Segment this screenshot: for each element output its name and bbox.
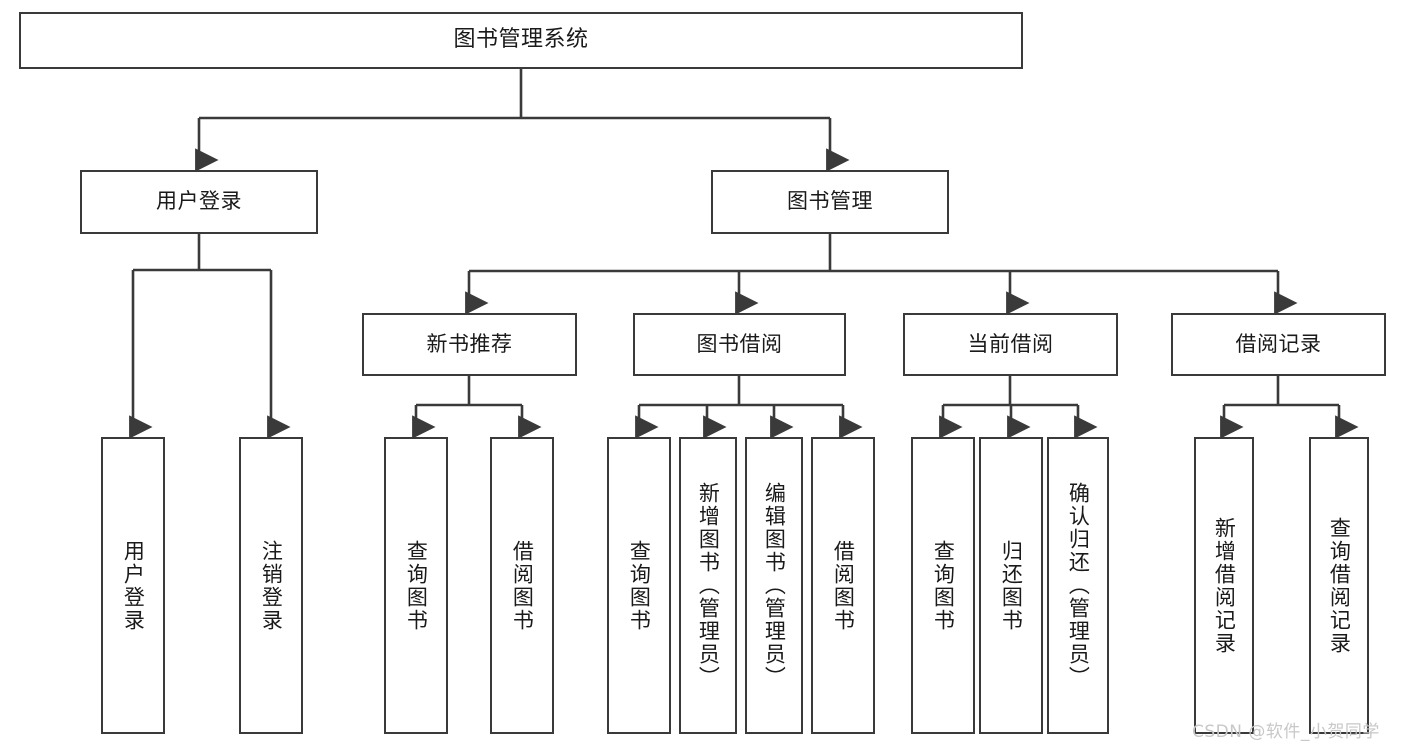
node-label: 查询图书 bbox=[931, 539, 956, 632]
node-leaf-query-book-borrow[interactable]: 查询图书 bbox=[607, 437, 671, 734]
node-label: 查询图书 bbox=[404, 539, 429, 632]
node-root-book-management-system[interactable]: 图书管理系统 bbox=[19, 12, 1023, 69]
node-current-borrow[interactable]: 当前借阅 bbox=[903, 313, 1118, 376]
node-label: 查询借阅记录 bbox=[1327, 516, 1352, 655]
watermark-text: CSDN @软件_小贺同学 bbox=[1192, 722, 1380, 742]
node-leaf-return-book[interactable]: 归还图书 bbox=[979, 437, 1043, 734]
node-label: 编辑图书（管理员） bbox=[762, 482, 787, 689]
node-label: 注销登录 bbox=[259, 539, 284, 632]
node-label: 借阅记录 bbox=[1235, 331, 1322, 356]
node-leaf-query-borrow-record[interactable]: 查询借阅记录 bbox=[1309, 437, 1369, 734]
node-new-book-recommend[interactable]: 新书推荐 bbox=[362, 313, 577, 376]
node-leaf-edit-book-admin[interactable]: 编辑图书（管理员） bbox=[745, 437, 803, 734]
node-leaf-add-book-admin[interactable]: 新增图书（管理员） bbox=[679, 437, 737, 734]
node-leaf-query-book-current[interactable]: 查询图书 bbox=[911, 437, 975, 734]
node-leaf-user-login[interactable]: 用户登录 bbox=[101, 437, 165, 734]
node-leaf-user-logout[interactable]: 注销登录 bbox=[239, 437, 303, 734]
node-label: 图书管理系统 bbox=[453, 27, 589, 53]
node-label: 当前借阅 bbox=[967, 331, 1054, 356]
node-label: 新增借阅记录 bbox=[1212, 516, 1237, 655]
node-label: 借阅图书 bbox=[831, 539, 856, 632]
node-label: 用户登录 bbox=[156, 189, 242, 214]
node-leaf-borrow-book-recommend[interactable]: 借阅图书 bbox=[490, 437, 554, 734]
node-label: 确认归还（管理员） bbox=[1066, 482, 1091, 689]
node-leaf-borrow-book-borrow[interactable]: 借阅图书 bbox=[811, 437, 875, 734]
node-book-borrow[interactable]: 图书借阅 bbox=[633, 313, 846, 376]
node-leaf-query-book-recommend[interactable]: 查询图书 bbox=[384, 437, 448, 734]
node-label: 用户登录 bbox=[121, 539, 146, 632]
node-label: 新书推荐 bbox=[426, 331, 513, 356]
node-label: 查询图书 bbox=[627, 539, 652, 632]
node-book-manage[interactable]: 图书管理 bbox=[711, 170, 949, 234]
node-leaf-add-borrow-record[interactable]: 新增借阅记录 bbox=[1194, 437, 1254, 734]
node-label: 归还图书 bbox=[999, 539, 1024, 632]
node-leaf-confirm-return-admin[interactable]: 确认归还（管理员） bbox=[1047, 437, 1109, 734]
node-user-login[interactable]: 用户登录 bbox=[80, 170, 318, 234]
node-label: 图书管理 bbox=[787, 189, 873, 214]
node-label: 借阅图书 bbox=[510, 539, 535, 632]
node-label: 图书借阅 bbox=[696, 331, 783, 356]
node-label: 新增图书（管理员） bbox=[696, 482, 721, 689]
node-borrow-record[interactable]: 借阅记录 bbox=[1171, 313, 1386, 376]
